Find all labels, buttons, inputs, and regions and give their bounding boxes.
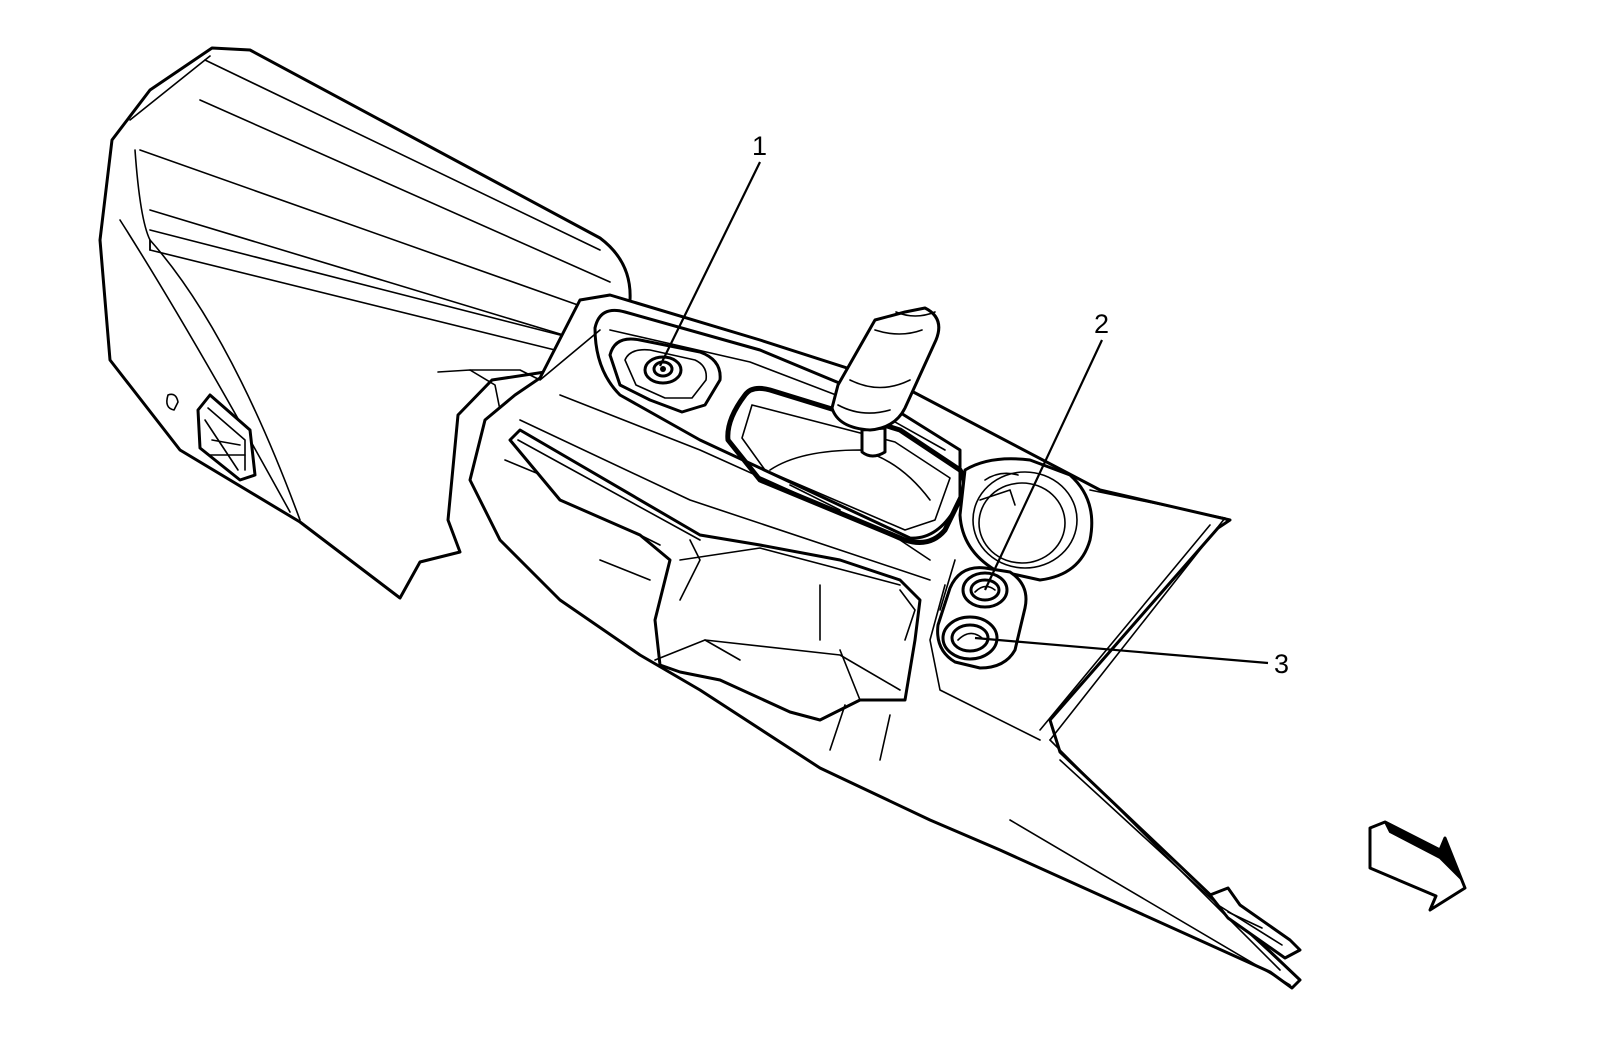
callout-label-2: 2 [1094, 309, 1109, 339]
console-lower-recess [508, 428, 922, 761]
callout-1: 1 [659, 131, 767, 367]
callout-label-1: 1 [752, 131, 767, 161]
callout-3: 3 [974, 636, 1289, 679]
callout-item-1-part [608, 337, 722, 414]
forward-arrow-icon [1368, 820, 1467, 912]
callout-label-3: 3 [1274, 649, 1289, 679]
callout-item-3-part [941, 615, 999, 661]
shifter-assembly [725, 306, 968, 545]
cup-holder [958, 457, 1094, 582]
armrest-assembly [98, 46, 632, 600]
callout-2: 2 [984, 309, 1109, 591]
